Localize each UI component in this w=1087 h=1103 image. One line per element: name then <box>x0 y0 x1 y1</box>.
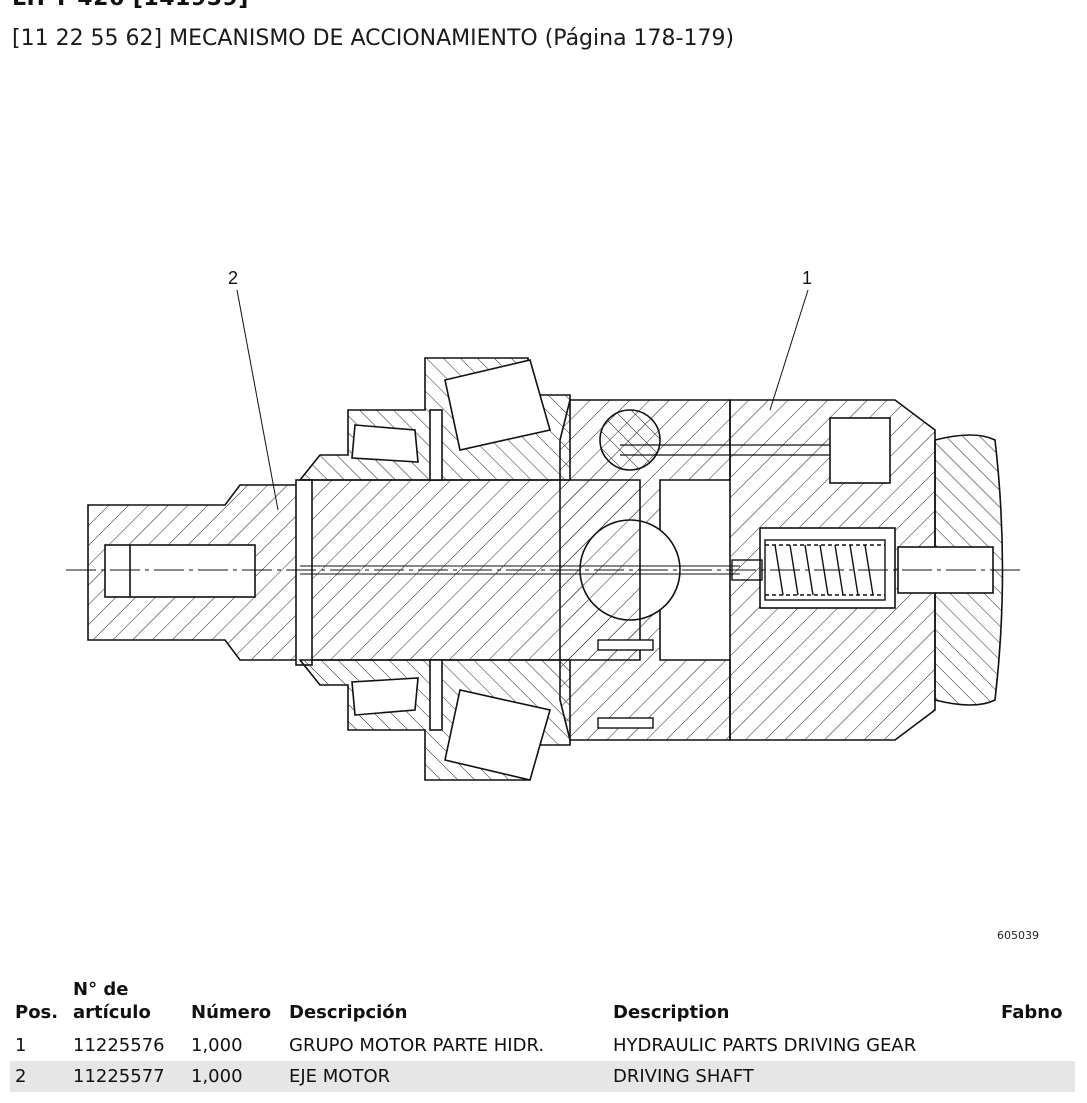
tapered-roller-bearings <box>351 359 552 781</box>
cell-article: 11225576 <box>73 1035 165 1056</box>
callout-2: 2 <box>228 268 238 288</box>
callout-leader-lines <box>236 289 809 511</box>
callout-1: 1 <box>802 268 812 288</box>
driving-shaft <box>87 479 641 666</box>
cell-article: 11225577 <box>68 1061 186 1092</box>
header-article-line2: artículo <box>73 1002 151 1023</box>
center-axis <box>66 565 1020 575</box>
cell-fabno <box>996 1030 1075 1061</box>
table-row: 2 11225577 1,000 EJE MOTOR DRIVING SHAFT <box>10 1061 1075 1092</box>
cell-number: 1,000 <box>191 1035 243 1056</box>
header-number: Número <box>191 1002 272 1023</box>
cell-pos: 1 <box>15 1035 27 1056</box>
cell-description-es: EJE MOTOR <box>284 1061 608 1092</box>
parts-table: Pos. N° de artículo Número Descripción D… <box>10 976 1075 1092</box>
cell-description-en: HYDRAULIC PARTS DRIVING GEAR <box>613 1035 917 1056</box>
document-subtitle: [11 22 55 62] MECANISMO DE ACCIONAMIENTO… <box>12 26 735 51</box>
cell-fabno <box>996 1061 1075 1092</box>
exploded-section-drawing: 2 1 <box>66 268 1020 781</box>
cell-description-es: GRUPO MOTOR PARTE HIDR. <box>289 1035 545 1056</box>
header-pos: Pos. <box>15 1002 59 1023</box>
cell-number: 1,000 <box>186 1061 284 1092</box>
header-fabno: Fabno <box>1001 1002 1063 1023</box>
table-header-row: Pos. N° de artículo Número Descripción D… <box>10 976 1075 1030</box>
table-row: 1 11225576 1,000 GRUPO MOTOR PARTE HIDR.… <box>10 1030 1075 1061</box>
header-article: N° de artículo <box>68 976 186 1030</box>
header-description-en: Description <box>613 1002 730 1023</box>
cell-description-en: DRIVING SHAFT <box>608 1061 996 1092</box>
screws <box>597 639 654 729</box>
header-description-es: Descripción <box>289 1002 408 1023</box>
drawing-number: 605039 <box>997 929 1039 942</box>
document-title: LH T 426 [141959] <box>12 0 249 11</box>
header-article-line1: N° de <box>73 979 129 1000</box>
cell-pos: 2 <box>10 1061 68 1092</box>
